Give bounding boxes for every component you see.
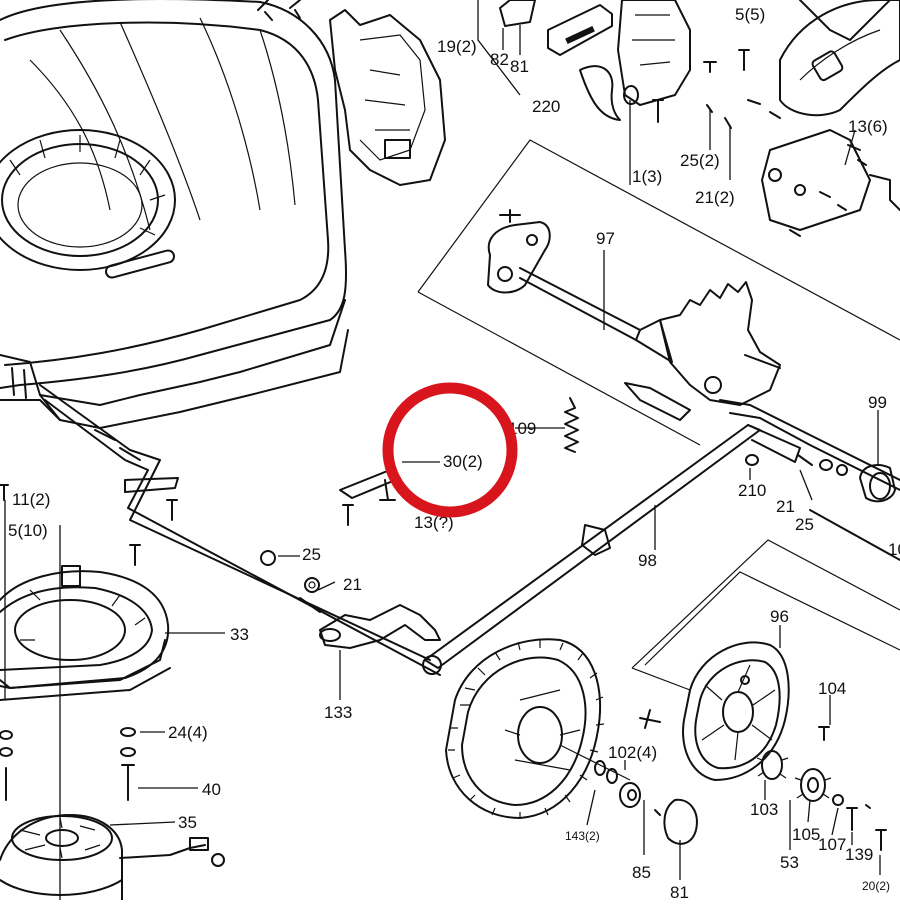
- label-35: 35: [178, 813, 197, 832]
- label-104: 104: [818, 679, 846, 698]
- label-133: 133: [324, 703, 352, 722]
- leader-lines: [4, 0, 881, 900]
- label-11-2: 11(2): [12, 490, 50, 509]
- label-96: 96: [770, 607, 789, 626]
- label-25-2: 25(2): [680, 151, 720, 170]
- label-21-right: 21: [776, 497, 795, 516]
- label-139: 139: [845, 845, 873, 864]
- label-82: 82: [490, 50, 509, 69]
- label-210: 210: [738, 481, 766, 500]
- rear-wheel-left: [445, 638, 698, 845]
- label-105: 105: [792, 825, 820, 844]
- label-13-b: 13(?): [414, 513, 454, 532]
- label-102-4: 102(4): [608, 743, 657, 762]
- label-13-6: 13(6): [848, 117, 888, 136]
- label-20-2: 20(2): [862, 879, 890, 893]
- label-97: 97: [596, 229, 615, 248]
- label-24-4: 24(4): [168, 723, 208, 742]
- label-21-left: 21: [343, 575, 362, 594]
- label-103: 103: [750, 800, 778, 819]
- callout-labels: 19(2) 82 81 220 5(5) 1(3) 25(2) 21(2) 13…: [8, 5, 900, 902]
- height-adjust-assembly: [417, 139, 900, 491]
- label-143-2: 143(2): [565, 829, 600, 843]
- label-25-left: 25: [302, 545, 321, 564]
- label-40: 40: [202, 780, 221, 799]
- motor-assembly: [0, 484, 225, 901]
- axle-rod: [39, 384, 900, 676]
- label-85: 85: [632, 863, 651, 882]
- label-33: 33: [230, 625, 249, 644]
- rear-wheel-right: [631, 539, 900, 851]
- label-30-2: 30(2): [443, 452, 483, 471]
- label-1-3: 1(3): [632, 167, 662, 186]
- label-21-2: 21(2): [695, 188, 735, 207]
- label-81-top: 81: [510, 57, 529, 76]
- label-10-edge: 10: [888, 540, 900, 559]
- label-98: 98: [638, 551, 657, 570]
- mower-deck: [0, 0, 446, 429]
- label-99: 99: [868, 393, 887, 412]
- label-53: 53: [780, 853, 799, 872]
- highlight-circle: [382, 382, 518, 518]
- label-5-10: 5(10): [8, 521, 48, 540]
- handle-parts: [264, 0, 900, 237]
- label-107: 107: [818, 835, 846, 854]
- label-220: 220: [532, 97, 560, 116]
- label-5-5: 5(5): [735, 5, 765, 24]
- label-19: 19(2): [437, 37, 477, 56]
- screws-top: [264, 9, 867, 237]
- label-25-right: 25: [795, 515, 814, 534]
- label-81-bottom: 81: [670, 883, 689, 900]
